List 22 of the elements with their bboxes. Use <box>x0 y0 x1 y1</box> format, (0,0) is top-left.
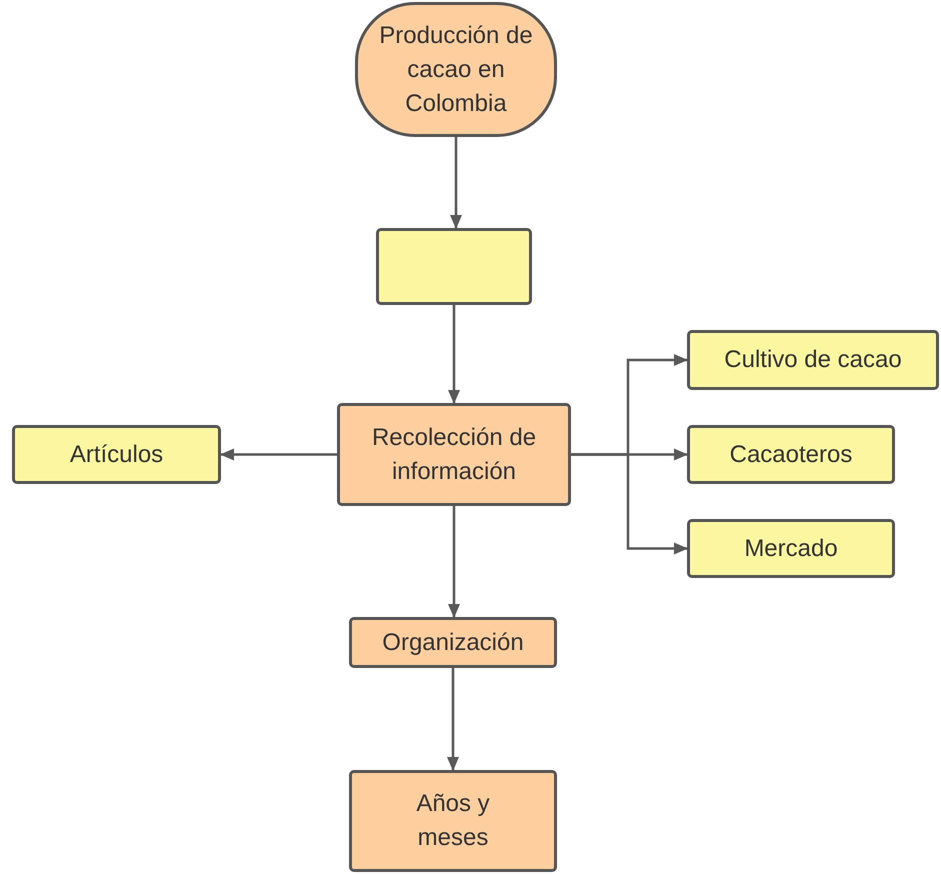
node-label: Cacaoteros <box>730 440 852 470</box>
node-label: Organización <box>382 628 524 658</box>
node-label: Años y meses <box>415 789 491 853</box>
source-box <box>376 228 532 305</box>
node-label: Cultivo de cacao <box>724 345 902 375</box>
node-label: Producción de cacao en Colombia <box>378 20 534 118</box>
process-box <box>349 770 557 872</box>
arrow <box>448 305 460 404</box>
node-label: Mercado <box>744 534 838 564</box>
source-box <box>687 519 895 578</box>
arrow <box>448 506 460 618</box>
node-label: Recolección de información <box>370 422 538 486</box>
arrow <box>450 137 462 229</box>
arrow <box>220 448 337 460</box>
source-box <box>687 330 939 390</box>
process-box <box>337 403 571 506</box>
node-label: Artículos <box>70 440 164 470</box>
process-box <box>349 617 557 668</box>
source-box <box>687 425 895 484</box>
arrow <box>571 453 688 554</box>
source-box <box>12 425 221 484</box>
arrow <box>447 668 459 771</box>
